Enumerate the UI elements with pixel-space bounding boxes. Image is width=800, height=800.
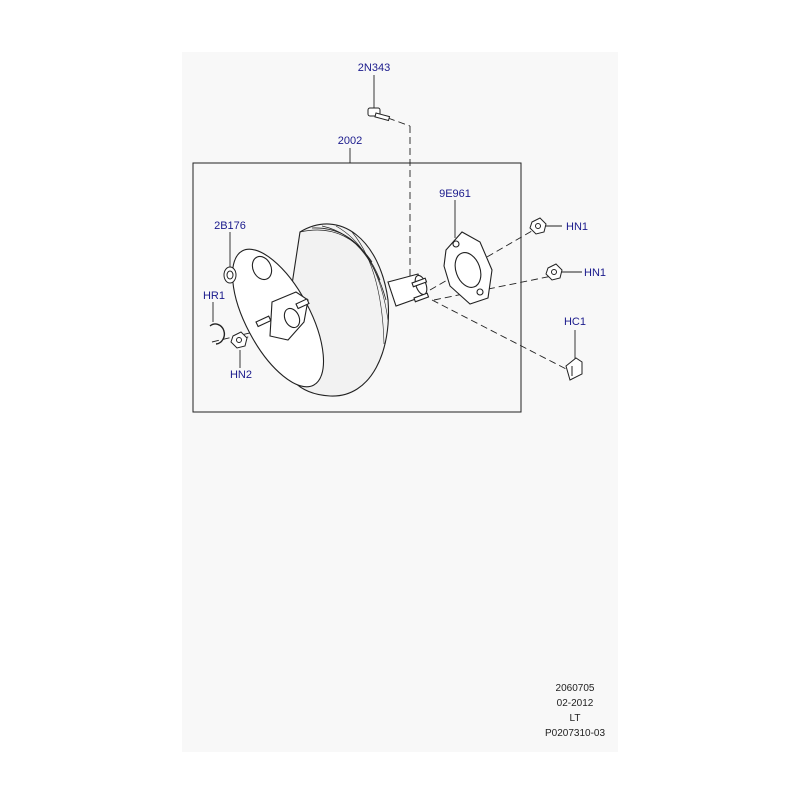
grommet-2b176 <box>223 266 237 284</box>
footer-region: LT <box>569 713 581 724</box>
callout-hn1-bottom: HN1 <box>584 267 606 279</box>
callout-hn1-top: HN1 <box>566 221 588 233</box>
retaining-ring-hr1 <box>209 323 226 345</box>
callout-hr1: HR1 <box>203 290 225 302</box>
diagram-sheet <box>182 52 618 752</box>
nut-hn2 <box>230 331 248 349</box>
leader-lines <box>212 75 582 368</box>
footer-code-1: 2060705 <box>555 683 595 694</box>
callout-2002: 2002 <box>338 135 362 147</box>
nut-hn1-bottom <box>545 263 563 281</box>
clip-hc1 <box>565 357 583 381</box>
nut-hn1-top <box>529 217 547 235</box>
footer-date: 02-2012 <box>556 698 594 709</box>
bolt-2n343 <box>367 107 391 122</box>
gasket-9e961 <box>443 231 493 305</box>
callout-2b176: 2B176 <box>214 220 246 232</box>
brake-booster-2002 <box>231 223 430 397</box>
footer-illustration-number: P0207310-03 <box>544 728 606 739</box>
callout-hn2: HN2 <box>230 369 252 381</box>
callout-hc1: HC1 <box>564 316 586 328</box>
callout-2n343: 2N343 <box>358 62 390 74</box>
callout-9e961: 9E961 <box>439 188 471 200</box>
assembly-frame <box>192 162 522 413</box>
